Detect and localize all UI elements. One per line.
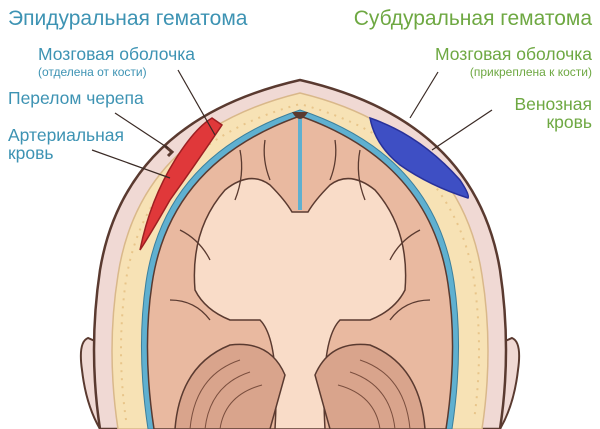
leader-line-dura-left [177,69,216,136]
dura-sublabel-left: (отделена от кости) [38,65,147,79]
subdural-hematoma-title: Субдуральная гематома [353,7,592,30]
venous-blood-label-line2: кровь [546,112,592,132]
skull-fracture-label: Перелом черепа [8,88,144,108]
arterial-blood-label-line2: кровь [8,143,54,163]
dura-label-right: Мозговая оболочка [435,44,592,64]
leader-line-venous [431,109,493,151]
cerebellum-left [174,343,286,429]
leader-line-fracture [114,112,169,149]
leader-line-dura-right [409,71,439,119]
epidural-hematoma-title: Эпидуральная гематома [8,7,248,30]
dura-label-left: Мозговая оболочка [38,44,195,64]
arterial-blood-label: Артериальная [8,125,125,145]
leader-line-arterial [91,149,171,179]
subdural-hematoma-venous-blood [369,116,470,199]
cerebellum-right [314,343,426,429]
venous-blood-label: Венозная [514,94,592,114]
epidural-hematoma-arterial-blood [139,117,224,251]
dura-sublabel-right: (прикреплена к кости) [469,65,592,79]
